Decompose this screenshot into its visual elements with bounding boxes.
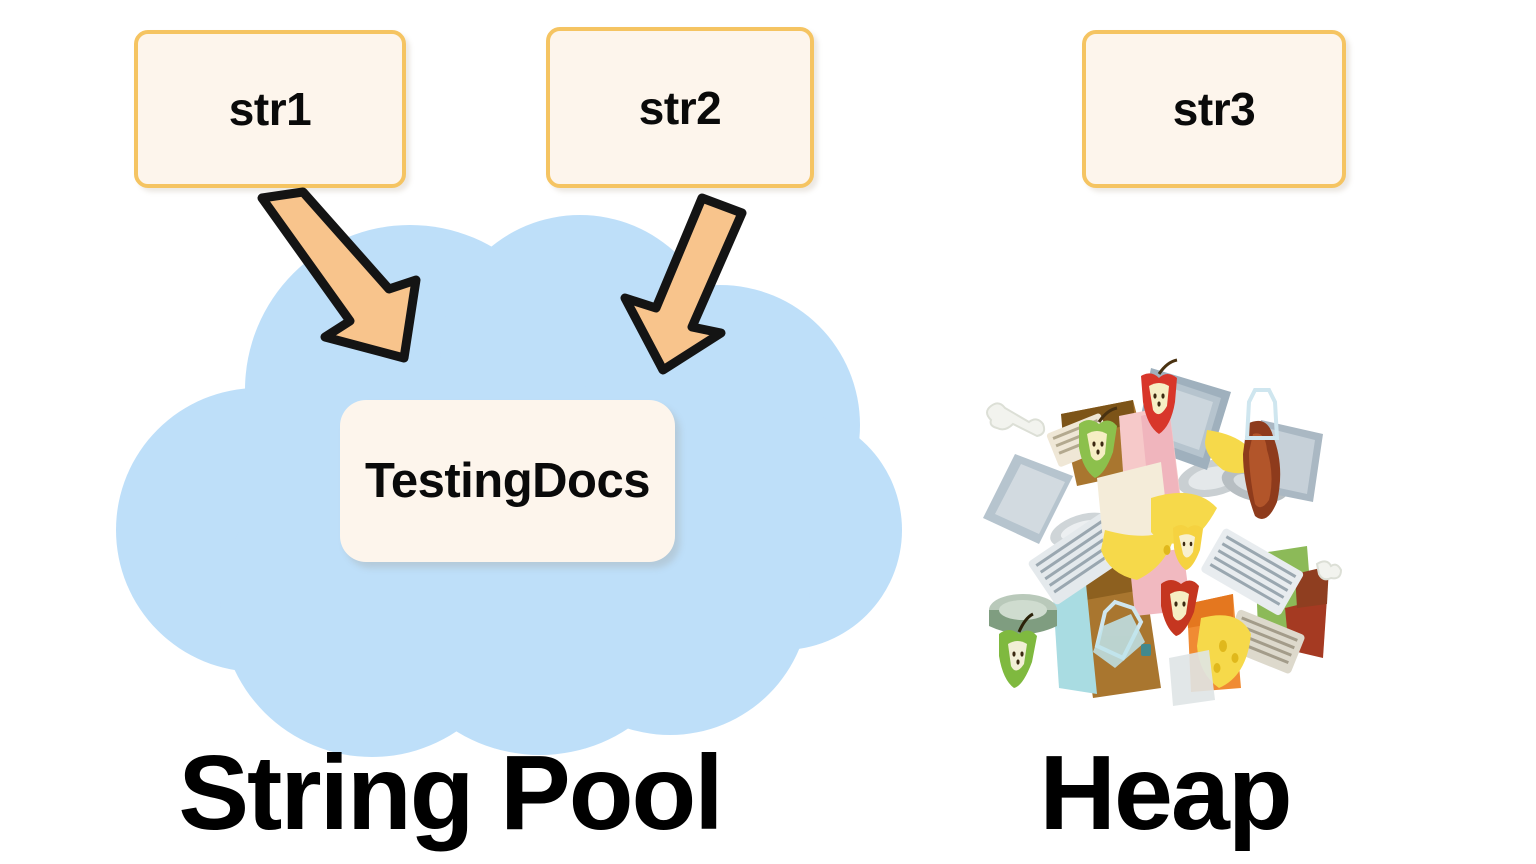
reference-label-str2: str2: [638, 81, 722, 134]
reference-label-str3: str3: [1172, 83, 1256, 135]
heap-caption: Heap: [1039, 734, 1292, 852]
interned-string-entry: TestingDocs: [340, 400, 675, 562]
reference-box-str2[interactable]: str2: [546, 27, 814, 188]
reference-box-str1[interactable]: str1: [134, 30, 406, 188]
string-pool-caption: String Pool: [178, 734, 723, 852]
reference-box-str3[interactable]: str3: [1082, 30, 1346, 188]
heap-garbage-pile-icon: [955, 358, 1355, 710]
reference-label-str1: str1: [228, 83, 312, 135]
interned-string-label: TestingDocs: [365, 453, 650, 508]
